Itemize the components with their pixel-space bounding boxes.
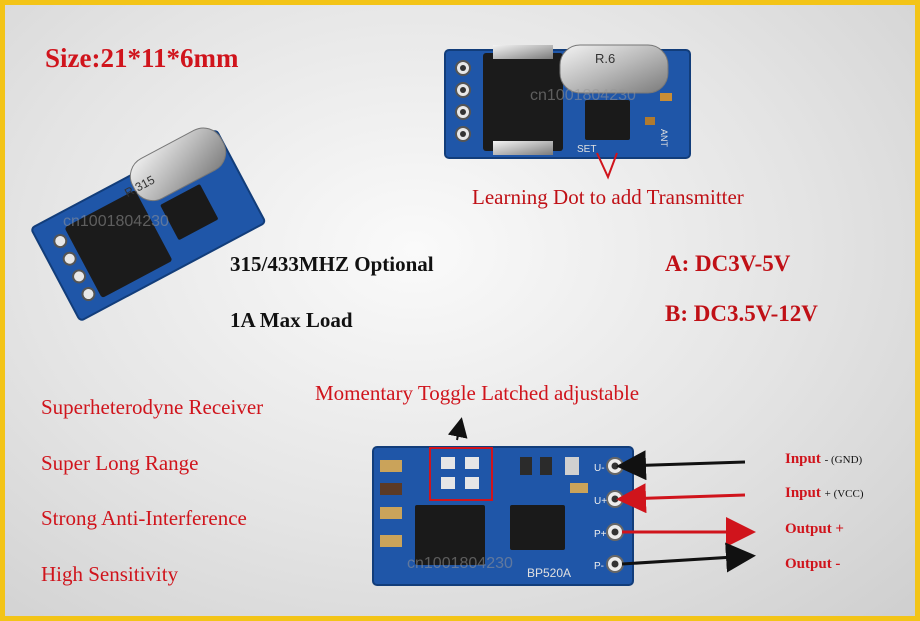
feature-4: High Sensitivity bbox=[41, 562, 179, 586]
decoder-chip bbox=[585, 100, 630, 140]
receiver-board-top bbox=[444, 44, 691, 159]
pin-output-minus-label: Output - bbox=[785, 556, 841, 572]
decoder-chip-bottom bbox=[415, 505, 485, 565]
feature-2: Super Long Range bbox=[41, 451, 199, 475]
max-load-label: 1A Max Load bbox=[230, 308, 353, 332]
pin-output-plus-label: Output + bbox=[785, 521, 844, 537]
regulator-chip bbox=[483, 53, 563, 151]
receiver-board-left bbox=[31, 127, 266, 321]
pin-label-p-minus: P- bbox=[594, 561, 604, 572]
pin-label-u-plus: U+ bbox=[594, 496, 607, 507]
pin-gnd-note: - (GND) bbox=[824, 454, 863, 466]
watermark-bottom: cn1001804230 bbox=[407, 555, 513, 572]
watermark-top: cn1001804230 bbox=[530, 87, 636, 104]
pin-vcc-label: Input + (VCC) bbox=[785, 485, 864, 502]
set-marking: SET bbox=[577, 144, 596, 155]
pin-label-u-minus: U- bbox=[594, 463, 605, 474]
feature-3: Strong Anti-Interference bbox=[41, 506, 247, 530]
receiver-board-bottom bbox=[372, 446, 634, 586]
chip-marking: BP520A bbox=[527, 566, 571, 580]
crystal-oscillator bbox=[559, 44, 669, 94]
vcc-arrow bbox=[616, 483, 746, 514]
watermark-left: cn1001804230 bbox=[63, 213, 169, 230]
mode-label: Momentary Toggle Latched adjustable bbox=[315, 381, 640, 405]
voltage-a-label: A: DC3V-5V bbox=[665, 251, 791, 276]
pin-gnd-label: Input - (GND) bbox=[785, 451, 862, 468]
product-illustration: R.6 R.315 ANT SET BP520A U- U+ P+ P- bbox=[31, 44, 756, 586]
mode-pointer-arrow bbox=[447, 417, 468, 441]
pin-holes bbox=[455, 60, 471, 142]
pin-label-p-plus: P+ bbox=[594, 529, 607, 540]
learning-dot-pointer bbox=[596, 152, 618, 180]
size-label: Size:21*11*6mm bbox=[45, 43, 239, 73]
frequency-label: 315/433MHZ Optional bbox=[230, 252, 434, 276]
pin-vcc-title: Input bbox=[785, 485, 821, 501]
voltage-b-label: B: DC3.5V-12V bbox=[665, 301, 818, 326]
gnd-arrow bbox=[616, 450, 746, 481]
crystal-marking-top: R.6 bbox=[595, 51, 615, 66]
learning-dot-label: Learning Dot to add Transmitter bbox=[472, 185, 744, 209]
mode-jumper-highlight bbox=[429, 447, 493, 501]
output-minus-arrow bbox=[621, 542, 756, 573]
ant-marking: ANT bbox=[659, 129, 669, 148]
feature-1: Superheterodyne Receiver bbox=[41, 395, 264, 419]
pin-gnd-title: Input bbox=[785, 451, 821, 467]
pin-vcc-note: + (VCC) bbox=[824, 488, 864, 500]
